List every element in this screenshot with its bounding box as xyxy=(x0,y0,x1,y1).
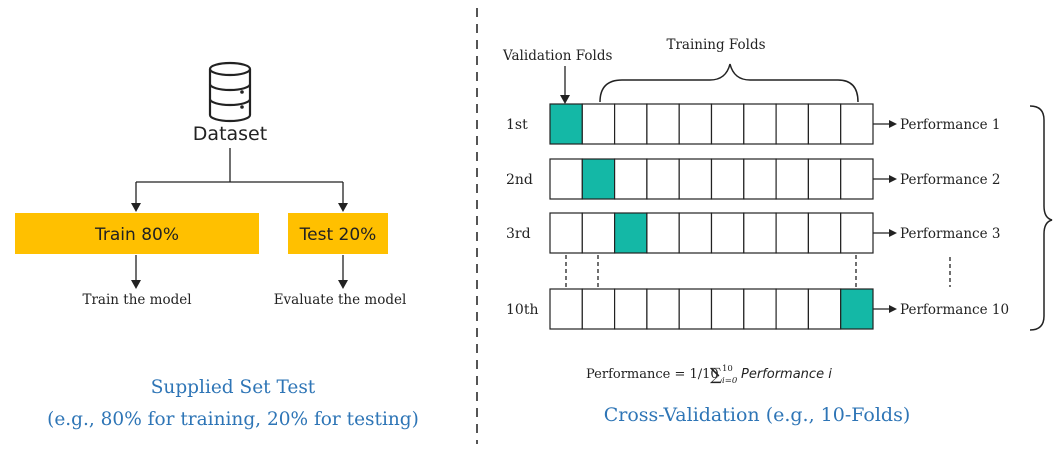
fold-row-label: 3rd xyxy=(506,226,531,242)
training-fold-cell xyxy=(775,288,809,330)
fold-row: 1st Performance 1 xyxy=(506,103,1000,145)
performance-label: Performance 10 xyxy=(900,302,1009,318)
training-folds-brace xyxy=(599,63,859,103)
validation-fold-cell xyxy=(581,158,616,200)
performance-label: Performance 2 xyxy=(900,172,1000,188)
training-fold-cell xyxy=(678,212,713,254)
training-fold-cell xyxy=(646,103,680,145)
test-caption: Evaluate the model xyxy=(274,292,407,308)
test-box xyxy=(288,213,388,254)
training-fold-cell xyxy=(807,158,842,200)
training-fold-cell xyxy=(646,288,680,330)
right-title: Cross-Validation (e.g., 10-Folds) xyxy=(604,404,911,426)
training-fold-cell xyxy=(581,288,616,330)
train-box xyxy=(15,213,259,254)
performance-brace xyxy=(1029,105,1053,331)
fold-row-label: 10th xyxy=(506,302,538,318)
training-fold-cell xyxy=(549,288,583,330)
training-fold-cell xyxy=(646,212,680,254)
formula-sub: i=0 xyxy=(722,376,738,386)
training-fold-cell xyxy=(775,212,809,254)
validation-pointer-arrowhead xyxy=(560,95,570,104)
formula-prefix: Performance = 1/10 xyxy=(586,367,719,382)
training-fold-cell xyxy=(775,158,809,200)
training-fold-cell xyxy=(775,103,809,145)
performance-arrowhead xyxy=(889,175,897,183)
training-fold-cell xyxy=(840,212,874,254)
training-fold-cell xyxy=(840,103,874,145)
training-folds-label: Training Folds xyxy=(666,37,765,53)
train-caption: Train the model xyxy=(82,292,191,308)
left-title-line2: (e.g., 80% for training, 20% for testing… xyxy=(47,409,419,430)
training-fold-cell xyxy=(710,288,745,330)
fold-row: 10th Performance 10 xyxy=(506,288,1009,330)
dataset-label: Dataset xyxy=(193,123,267,145)
performance-formula: Performance = 1/10 ∑ 10 i=0 Performance … xyxy=(586,364,832,386)
training-fold-cell xyxy=(743,103,777,145)
fold-row: 3rd Performance 3 xyxy=(506,212,1000,254)
performance-arrowhead xyxy=(889,229,897,237)
training-fold-cell xyxy=(549,212,583,254)
fold-row: 2nd Performance 2 xyxy=(506,158,1000,200)
fold-row-label: 2nd xyxy=(506,172,533,188)
validation-fold-cell xyxy=(840,288,874,330)
validation-fold-cell xyxy=(613,212,648,254)
training-fold-cell xyxy=(646,158,680,200)
training-fold-cell xyxy=(807,288,842,330)
fold-ellipsis-lines xyxy=(565,255,951,287)
training-fold-cell xyxy=(710,158,745,200)
training-fold-cell xyxy=(743,212,777,254)
training-fold-cell xyxy=(743,288,777,330)
train-box-label: Train 80% xyxy=(94,225,179,245)
performance-arrowhead xyxy=(889,120,897,128)
training-fold-cell xyxy=(840,158,874,200)
training-fold-cell xyxy=(613,158,648,200)
test-box-label: Test 20% xyxy=(299,225,377,245)
training-fold-cell xyxy=(678,288,713,330)
training-fold-cell xyxy=(581,212,616,254)
formula-term: Performance i xyxy=(741,367,832,382)
performance-label: Performance 3 xyxy=(900,226,1000,242)
split-arrowheads xyxy=(131,203,348,289)
formula-sup: 10 xyxy=(722,364,733,374)
database-icon xyxy=(208,61,252,123)
performance-arrowhead xyxy=(889,305,897,313)
training-fold-cell xyxy=(549,158,583,200)
training-fold-cell xyxy=(807,212,842,254)
split-connectors xyxy=(135,148,344,282)
training-fold-cell xyxy=(581,103,616,145)
training-fold-cell xyxy=(743,158,777,200)
left-title-line1: Supplied Set Test xyxy=(151,377,316,398)
training-fold-cell xyxy=(807,103,842,145)
training-fold-cell xyxy=(710,212,745,254)
validation-folds-label: Validation Folds xyxy=(502,48,612,64)
formula-sum-symbol: ∑ xyxy=(710,365,722,385)
performance-label: Performance 1 xyxy=(900,117,1000,133)
training-fold-cell xyxy=(678,103,713,145)
training-fold-cell xyxy=(678,158,713,200)
validation-fold-cell xyxy=(549,103,583,145)
training-fold-cell xyxy=(613,103,648,145)
fold-row-label: 1st xyxy=(506,117,528,133)
training-fold-cell xyxy=(613,288,648,330)
training-fold-cell xyxy=(710,103,745,145)
